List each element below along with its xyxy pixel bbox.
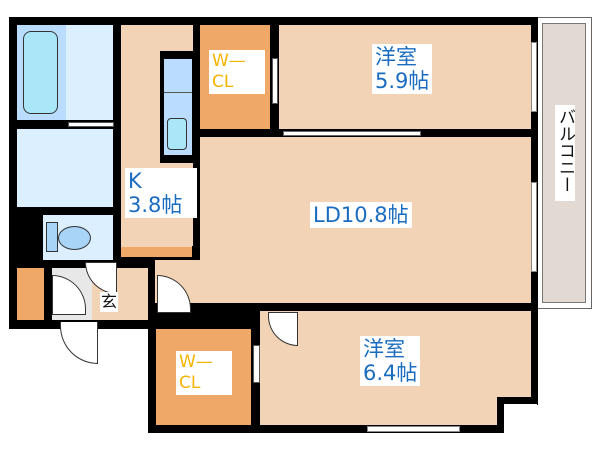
kitchen-size: 3.8帖 (128, 193, 183, 217)
toilet-bowl-icon (58, 226, 91, 250)
balcony-label-text: バルコニー (555, 108, 575, 193)
balcony-label: バルコニー (555, 105, 575, 201)
entrance-label-text: 玄 (101, 292, 118, 311)
notch-wall-h (497, 397, 538, 404)
ld-label: LD10.8帖 (310, 202, 412, 228)
western-room-2-name: 洋室 (363, 337, 405, 361)
western-room-2-size: 6.4帖 (363, 361, 418, 385)
front-door[interactable] (60, 322, 98, 364)
washroom-upper (66, 25, 113, 120)
bathtub (23, 31, 58, 114)
sliding-door-room-1[interactable] (283, 131, 421, 136)
kitchen-counter (121, 247, 192, 257)
wcl-2-line1: W— (179, 352, 213, 372)
window-room-2 (367, 426, 460, 432)
washroom (17, 129, 113, 207)
entrance-label: 玄 (100, 292, 119, 312)
wcl-2-label: W— CL (176, 351, 232, 395)
wcl-1-line1: W— (212, 51, 246, 71)
western-room-1-size: 5.9帖 (375, 69, 430, 93)
notch-wall-v2 (497, 397, 504, 433)
shoe-closet (17, 268, 44, 320)
entrance-door-swing[interactable] (52, 275, 86, 315)
wcl-1-label: W— CL (209, 50, 265, 94)
sliding-door-bath[interactable] (68, 122, 114, 127)
western-room-1-label: 洋室 5.9帖 (372, 44, 433, 94)
window-room-1 (531, 42, 537, 112)
kitchen-counter-end (192, 246, 200, 260)
wcl-1-door[interactable] (272, 58, 278, 104)
kitchen-label: K 3.8帖 (125, 168, 197, 218)
window-ld (531, 182, 537, 272)
toilet-icon (46, 222, 58, 252)
sink-divider (164, 92, 192, 93)
wcl-1-line2: CL (212, 72, 234, 92)
kitchen-name: K (128, 169, 142, 193)
wcl-2-door[interactable] (253, 345, 260, 383)
wcl-2-line2: CL (179, 373, 201, 393)
western-room-2-label: 洋室 6.4帖 (360, 336, 421, 386)
ld-label-text: LD10.8帖 (313, 203, 409, 227)
western-room-1-name: 洋室 (375, 45, 417, 69)
sink-basin-icon (167, 118, 187, 150)
